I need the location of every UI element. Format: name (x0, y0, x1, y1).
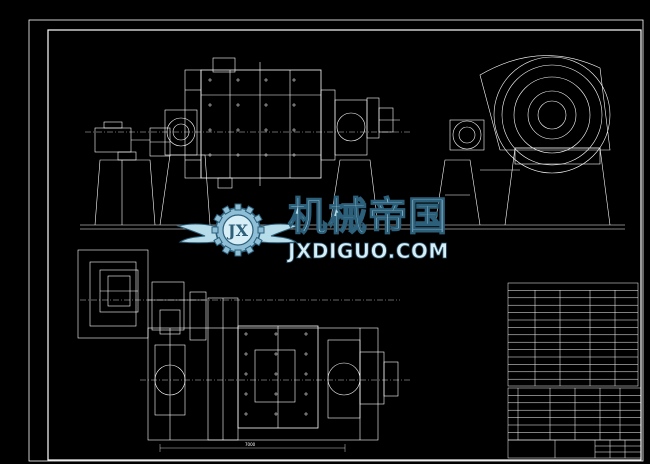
gear-tooth (257, 226, 265, 234)
gear-tooth (221, 245, 232, 255)
gear-tooth (244, 245, 255, 255)
watermark-chinese-text: 机械帝国 (288, 195, 448, 240)
gear-tooth (213, 213, 223, 224)
gear-tooth (211, 226, 219, 234)
gear-tooth (244, 205, 255, 215)
plan-view (77, 249, 410, 452)
watermark: JX 机械帝国 JXDIGUO.COM (176, 194, 449, 263)
winged-gear-logo: JX (176, 203, 300, 257)
front-elevation-view (80, 57, 420, 230)
gear-tooth (253, 213, 263, 224)
gear-tooth (234, 203, 242, 211)
title-block (507, 387, 642, 459)
logo-letters: JX (226, 221, 249, 240)
plan-bolt-pattern (244, 332, 308, 416)
plan-dimension-label: 7000 (245, 442, 256, 447)
spec-table (507, 282, 639, 387)
drawing-frame (28, 19, 644, 462)
gear-tooth (253, 236, 263, 247)
watermark-url-text: JXDIGUO.COM (286, 239, 449, 263)
drum-bolt-pattern (208, 78, 296, 157)
gear-tooth (213, 236, 223, 247)
gear-tooth (234, 249, 242, 257)
side-elevation-view (430, 55, 625, 230)
gear-tooth (221, 205, 232, 215)
